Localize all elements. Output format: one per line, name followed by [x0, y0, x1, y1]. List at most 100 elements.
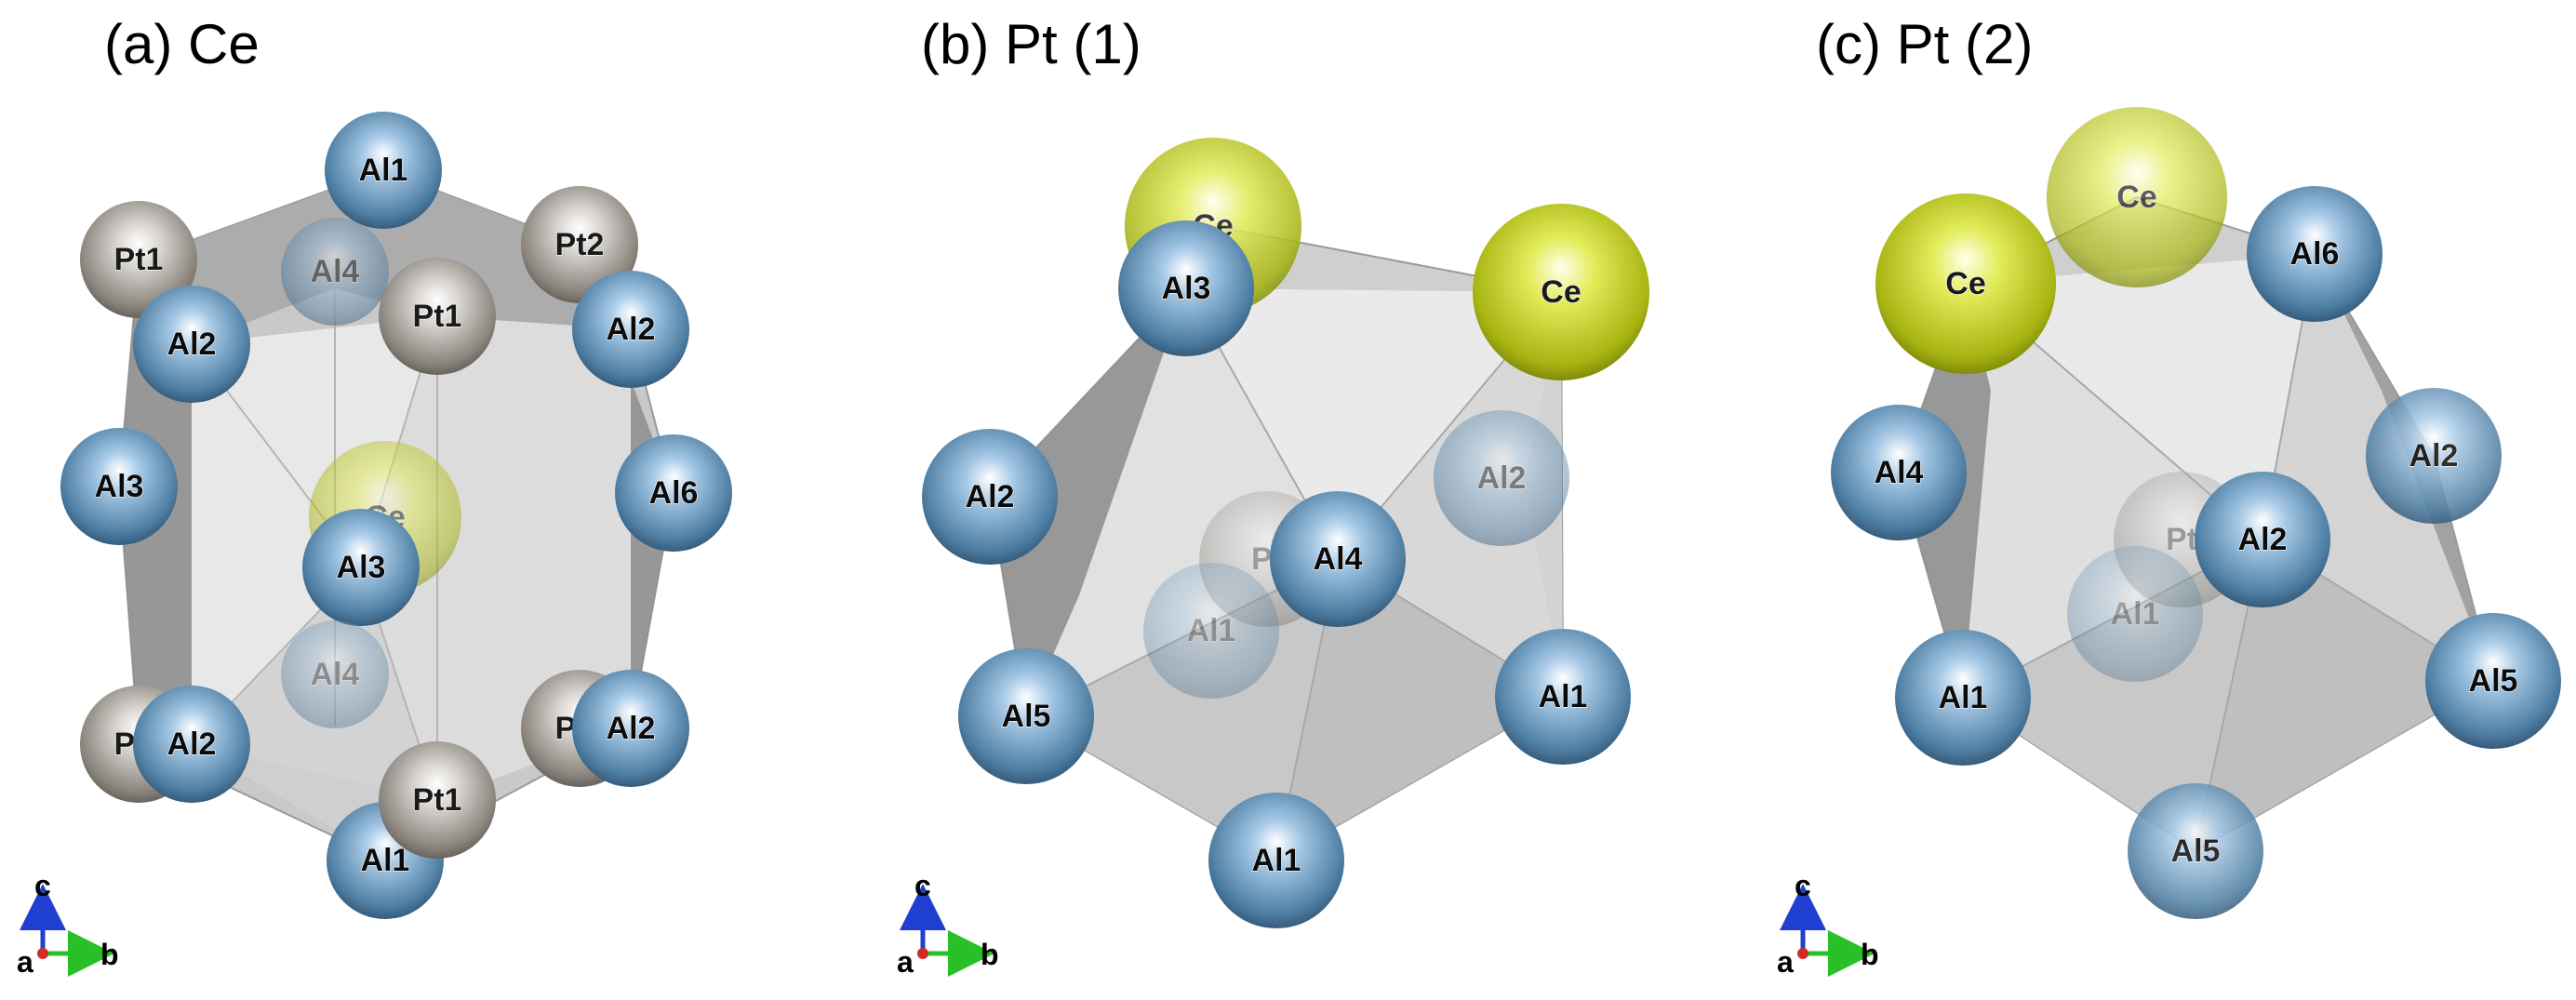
atom-sphere: [1270, 491, 1406, 627]
atom-label: Al3: [337, 550, 386, 585]
atom-al: Al1: [1895, 630, 2031, 766]
atom-sphere: [521, 186, 638, 303]
atom-label: Al3: [95, 469, 144, 504]
atom-sphere: [281, 620, 389, 728]
atom-label: Al1: [2111, 596, 2160, 632]
atom-label: Al2: [2409, 438, 2459, 473]
axis-label-b: b: [1861, 938, 1879, 971]
atom-pt: Pt1: [379, 741, 496, 859]
atom-sphere: [1495, 629, 1631, 765]
atom-sphere: [615, 434, 732, 552]
atom-sphere: [1208, 793, 1344, 928]
atom-al: Al5: [958, 648, 1094, 784]
atom-label: Al2: [607, 711, 656, 746]
atom-label: Al2: [2238, 522, 2288, 557]
panel-b-title: (b) Pt (1): [921, 13, 1141, 75]
atom-label: Pt1: [413, 299, 462, 334]
atom-sphere: [1473, 204, 1649, 380]
atom-sphere: [1143, 563, 1279, 699]
axis-a-dot: [1797, 948, 1809, 959]
atom-al: Al4: [281, 218, 389, 326]
atom-label: Al1: [1252, 843, 1301, 878]
atom-label: Al6: [649, 475, 699, 511]
atom-label: Al5: [2469, 663, 2518, 699]
atom-pt: Pt1: [80, 201, 197, 318]
atom-al: Al3: [60, 428, 178, 545]
atom-al: Al1: [1143, 563, 1279, 699]
atom-label: Al3: [1162, 271, 1211, 306]
atom-label: Al4: [311, 254, 360, 289]
atom-sphere: [325, 112, 442, 229]
atom-sphere: [60, 428, 178, 545]
axis-label-b: b: [981, 938, 999, 971]
atom-al: Al2: [133, 286, 250, 403]
axis-label-b: b: [100, 938, 119, 971]
atom-label: Pt: [2166, 522, 2197, 557]
axis-label-a: a: [1777, 945, 1794, 979]
atom-sphere: [133, 286, 250, 403]
atom-label: Al1: [361, 843, 410, 878]
atom-al: Al6: [615, 434, 732, 552]
atom-pt: Pt2: [521, 186, 638, 303]
atom-sphere: [2366, 388, 2502, 524]
atom-al: Al3: [1118, 220, 1254, 356]
atom-sphere: [922, 429, 1058, 565]
atom-sphere: [572, 271, 689, 388]
atom-sphere: [2067, 546, 2203, 682]
panel-b: (b) Pt (1) CeCeAl3Al2Al2PtAl1Al4Al5Al1Al…: [921, 13, 1649, 928]
atom-label: Al5: [1002, 699, 1051, 734]
atom-label: Al6: [2290, 236, 2340, 272]
axis-a-dot: [917, 948, 928, 959]
atom-al: Al2: [922, 429, 1058, 565]
atom-ce: Ce: [1875, 193, 2056, 374]
axis-label-a: a: [897, 945, 914, 979]
atom-label: Al1: [1187, 613, 1236, 648]
atom-label: Ce: [1945, 266, 1985, 301]
axis-triad-a: c b a: [17, 869, 119, 979]
atom-sphere: [2047, 107, 2227, 287]
atom-sphere: [302, 509, 420, 626]
atom-label: Pt2: [555, 227, 605, 262]
atom-al: Al4: [1270, 491, 1406, 627]
atom-label: Al4: [1314, 541, 1363, 577]
axis-triad-b: c b a: [897, 869, 999, 979]
atom-sphere: [2247, 186, 2382, 322]
atom-label: Pt1: [413, 782, 462, 818]
atom-sphere: [2195, 472, 2330, 607]
atom-label: Ce: [2116, 180, 2156, 215]
atom-label: Al1: [359, 153, 408, 188]
atom-label: Al2: [167, 327, 217, 362]
atom-sphere: [379, 741, 496, 859]
atom-pt: Pt1: [379, 258, 496, 375]
atom-sphere: [1434, 410, 1569, 546]
atom-label: Al1: [1939, 680, 1988, 715]
axis-label-c: c: [914, 869, 931, 902]
atom-al: Al2: [133, 686, 250, 803]
atom-label: Al1: [1539, 679, 1588, 714]
atom-label: Al2: [167, 727, 217, 762]
atom-label: Pt1: [114, 242, 164, 277]
panel-c-title: (c) Pt (2): [1816, 13, 2033, 75]
atom-al: Al4: [281, 620, 389, 728]
atom-sphere: [379, 258, 496, 375]
atom-label: Al2: [1477, 460, 1527, 496]
axis-triad-c: c b a: [1777, 869, 1879, 979]
atom-sphere: [2425, 613, 2561, 749]
atom-ce: Ce: [1473, 204, 1649, 380]
atom-sphere: [281, 218, 389, 326]
atom-label: Al4: [311, 657, 360, 692]
panel-a-title: (a) Ce: [104, 13, 260, 75]
atom-sphere: [1895, 630, 2031, 766]
atom-al: Al2: [1434, 410, 1569, 546]
atom-label: Al2: [607, 312, 656, 347]
atom-al: Al6: [2247, 186, 2382, 322]
atom-ce: Ce: [2047, 107, 2227, 287]
atom-al: Al1: [1495, 629, 1631, 765]
atom-al: Al5: [2425, 613, 2561, 749]
axis-a-dot: [37, 948, 48, 959]
